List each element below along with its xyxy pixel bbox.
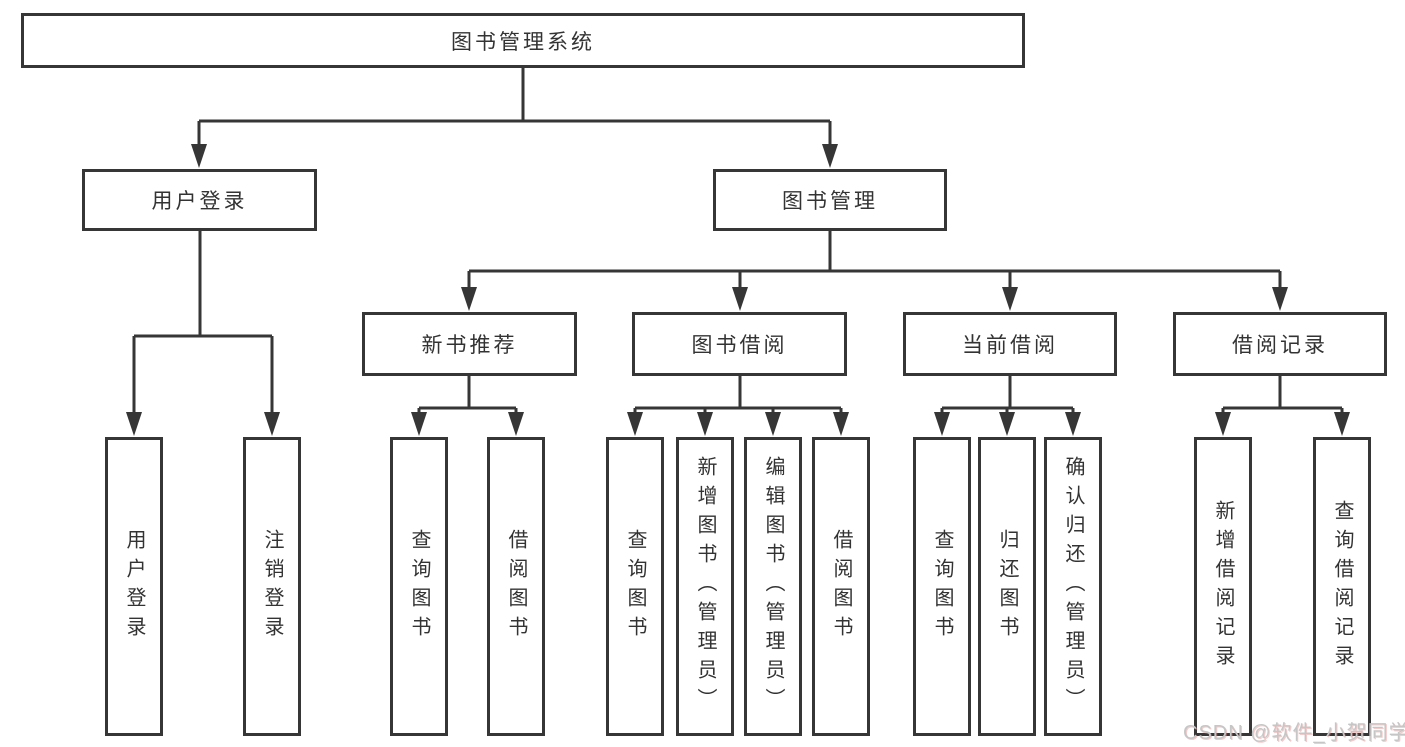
arrowheads [126,144,1350,436]
node-new-book-recommend: 新书推荐 [362,312,577,376]
leaf-edit-book-admin-label: 编辑图书（管理员） [762,456,784,717]
node-book-borrow-label: 图书借阅 [691,334,788,357]
csdn-watermark: CSDN @软件_小贺同学 [1183,722,1405,744]
node-borrow-records-label: 借阅记录 [1232,334,1328,357]
leaf-query-books-recommend: 查询图书 [390,437,448,736]
node-book-management: 图书管理 [713,169,947,231]
leaf-query-books-current: 查询图书 [913,437,971,736]
node-system-root: 图书管理系统 [21,13,1025,68]
leaf-query-borrow-record-label: 查询借阅记录 [1331,499,1353,674]
leaf-query-books-borrow: 查询图书 [606,437,664,736]
node-book-management-label: 图书管理 [782,190,878,213]
node-current-borrow-label: 当前借阅 [962,334,1058,357]
leaf-query-books-current-label: 查询图书 [931,528,953,645]
node-user-login-label: 用户登录 [151,190,248,213]
leaf-edit-book-admin: 编辑图书（管理员） [744,437,802,736]
leaf-logout: 注销登录 [243,437,301,736]
leaf-borrow-books-recommend: 借阅图书 [487,437,545,736]
node-current-borrow: 当前借阅 [903,312,1117,376]
leaf-confirm-return-admin: 确认归还（管理员） [1044,437,1102,736]
leaf-return-book: 归还图书 [978,437,1036,736]
leaf-logout-label: 注销登录 [261,528,283,645]
leaf-add-borrow-record-label: 新增借阅记录 [1212,499,1234,674]
leaf-borrow-books: 借阅图书 [812,437,870,736]
leaf-query-books-recommend-label: 查询图书 [408,528,430,645]
leaf-add-book-admin-label: 新增图书（管理员） [694,456,716,717]
leaf-query-borrow-record: 查询借阅记录 [1313,437,1371,736]
leaf-query-books-borrow-label: 查询图书 [624,528,646,645]
leaf-user-login: 用户登录 [105,437,163,736]
leaf-user-login-label: 用户登录 [123,528,145,645]
leaf-borrow-books-recommend-label: 借阅图书 [505,528,527,645]
leaf-return-book-label: 归还图书 [996,528,1018,645]
node-user-login: 用户登录 [82,169,317,231]
node-borrow-records: 借阅记录 [1173,312,1387,376]
leaf-confirm-return-admin-label: 确认归还（管理员） [1062,456,1084,717]
node-new-book-recommend-label: 新书推荐 [421,334,518,357]
leaf-add-book-admin: 新增图书（管理员） [676,437,734,736]
leaf-borrow-books-label: 借阅图书 [830,528,852,645]
node-system-root-label: 图书管理系统 [451,30,595,54]
node-book-borrow: 图书借阅 [632,312,847,376]
leaf-add-borrow-record: 新增借阅记录 [1194,437,1252,736]
